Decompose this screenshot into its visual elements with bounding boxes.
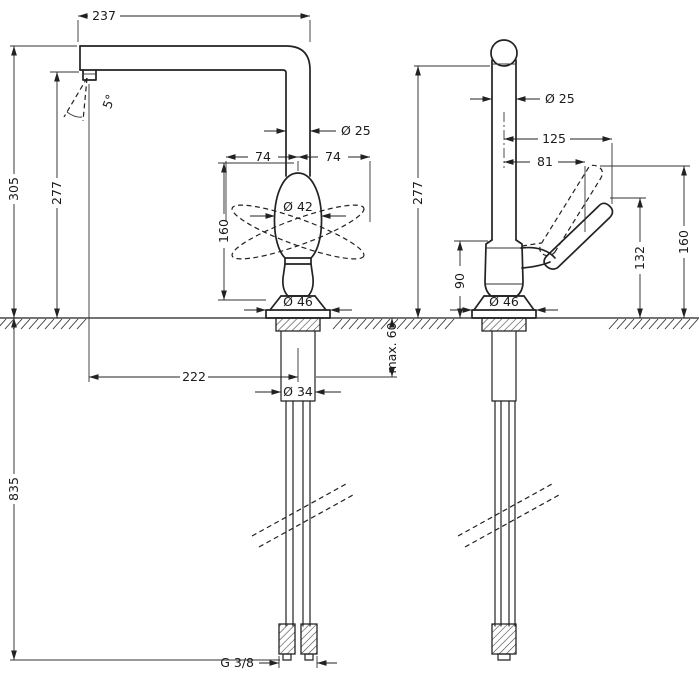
base-flange <box>265 309 331 319</box>
dim-d34-label: Ø 34 <box>283 384 313 399</box>
dim-d42-label: Ø 42 <box>283 199 313 214</box>
dim-d46-front-label: Ø 46 <box>283 294 313 309</box>
dim-277-front-label: 277 <box>49 181 64 205</box>
dim-90-label: 90 <box>452 273 467 289</box>
body-neck <box>282 263 314 297</box>
dim-d46-side-label: Ø 46 <box>489 294 519 309</box>
handle-neck-top <box>520 246 556 259</box>
side-view-faucet <box>457 39 614 661</box>
handle-lever <box>543 202 614 270</box>
front-view-faucet <box>63 45 365 661</box>
dim-160-front-label: 160 <box>216 219 231 243</box>
dim-max60-label: max. 60 <box>384 322 399 373</box>
handle-front <box>273 172 323 265</box>
swivel-indicator-line-1 <box>63 77 88 118</box>
dim-305-label: 305 <box>6 177 21 201</box>
riser-pipe <box>491 59 517 241</box>
side-view-dimensions: Ø 25 125 81 277 90 Ø 46 132 160 <box>410 65 691 318</box>
connector-nipples <box>282 653 314 661</box>
base-flange-side <box>471 309 537 319</box>
dim-74-left-label: 74 <box>255 149 271 164</box>
dim-132-label: 132 <box>632 246 647 270</box>
base-cone-right <box>314 295 327 311</box>
dim-277-side-label: 277 <box>410 181 425 205</box>
swivel-indicator-line-2 <box>82 77 88 122</box>
dim-81-label: 81 <box>537 154 553 169</box>
spout-outer-edge <box>79 45 311 177</box>
dim-835-label: 835 <box>6 477 21 501</box>
dim-d25-side-label: Ø 25 <box>545 91 575 106</box>
spout-end-circle <box>490 39 518 67</box>
supply-hoses-side <box>494 400 516 627</box>
base-cone-left-side <box>473 295 485 311</box>
side-extension-lines <box>414 65 690 242</box>
body-joint-lines <box>485 247 523 285</box>
front-extension-lines <box>10 20 397 668</box>
dim-222-label: 222 <box>182 369 206 384</box>
mounting-nut-side <box>481 317 527 332</box>
aerator <box>82 69 97 81</box>
dim-160-side-label: 160 <box>676 230 691 254</box>
handle-lever-raised <box>539 164 603 257</box>
dim-74-right-label: 74 <box>325 149 341 164</box>
hose-break-marks-side <box>457 483 560 548</box>
hose-connector-side <box>491 623 517 655</box>
dim-g38-label: G 3/8 <box>220 655 254 670</box>
hose-break-marks <box>251 483 354 548</box>
dim-125-label: 125 <box>542 131 566 146</box>
shank-side <box>491 330 517 402</box>
hose-connector-left <box>278 623 296 655</box>
supply-hoses <box>285 400 311 627</box>
handle-neck-bottom <box>521 261 551 269</box>
front-view-dimensions: 237 305 277 5° Ø 25 74 74 Ø 42 160 Ø <box>6 8 399 670</box>
mounting-deck <box>0 317 699 330</box>
base-cone-left <box>269 295 282 311</box>
base-cone-right-side <box>523 295 535 311</box>
handle-raised-connector <box>521 242 542 247</box>
dim-237-label: 237 <box>92 8 116 23</box>
mounting-nut <box>275 317 321 332</box>
dim-swivel-angle-label: 5° <box>99 92 118 110</box>
handle-swing-envelope-right <box>231 204 365 260</box>
deck-hatching <box>0 318 699 330</box>
connector-nipple-side <box>497 653 511 661</box>
dim-d25-front-label: Ø 25 <box>341 123 371 138</box>
spout-inner-edge <box>79 69 287 177</box>
handle-swing-envelope-left <box>231 204 365 260</box>
swivel-arc <box>66 111 83 118</box>
hose-connector-right <box>300 623 318 655</box>
